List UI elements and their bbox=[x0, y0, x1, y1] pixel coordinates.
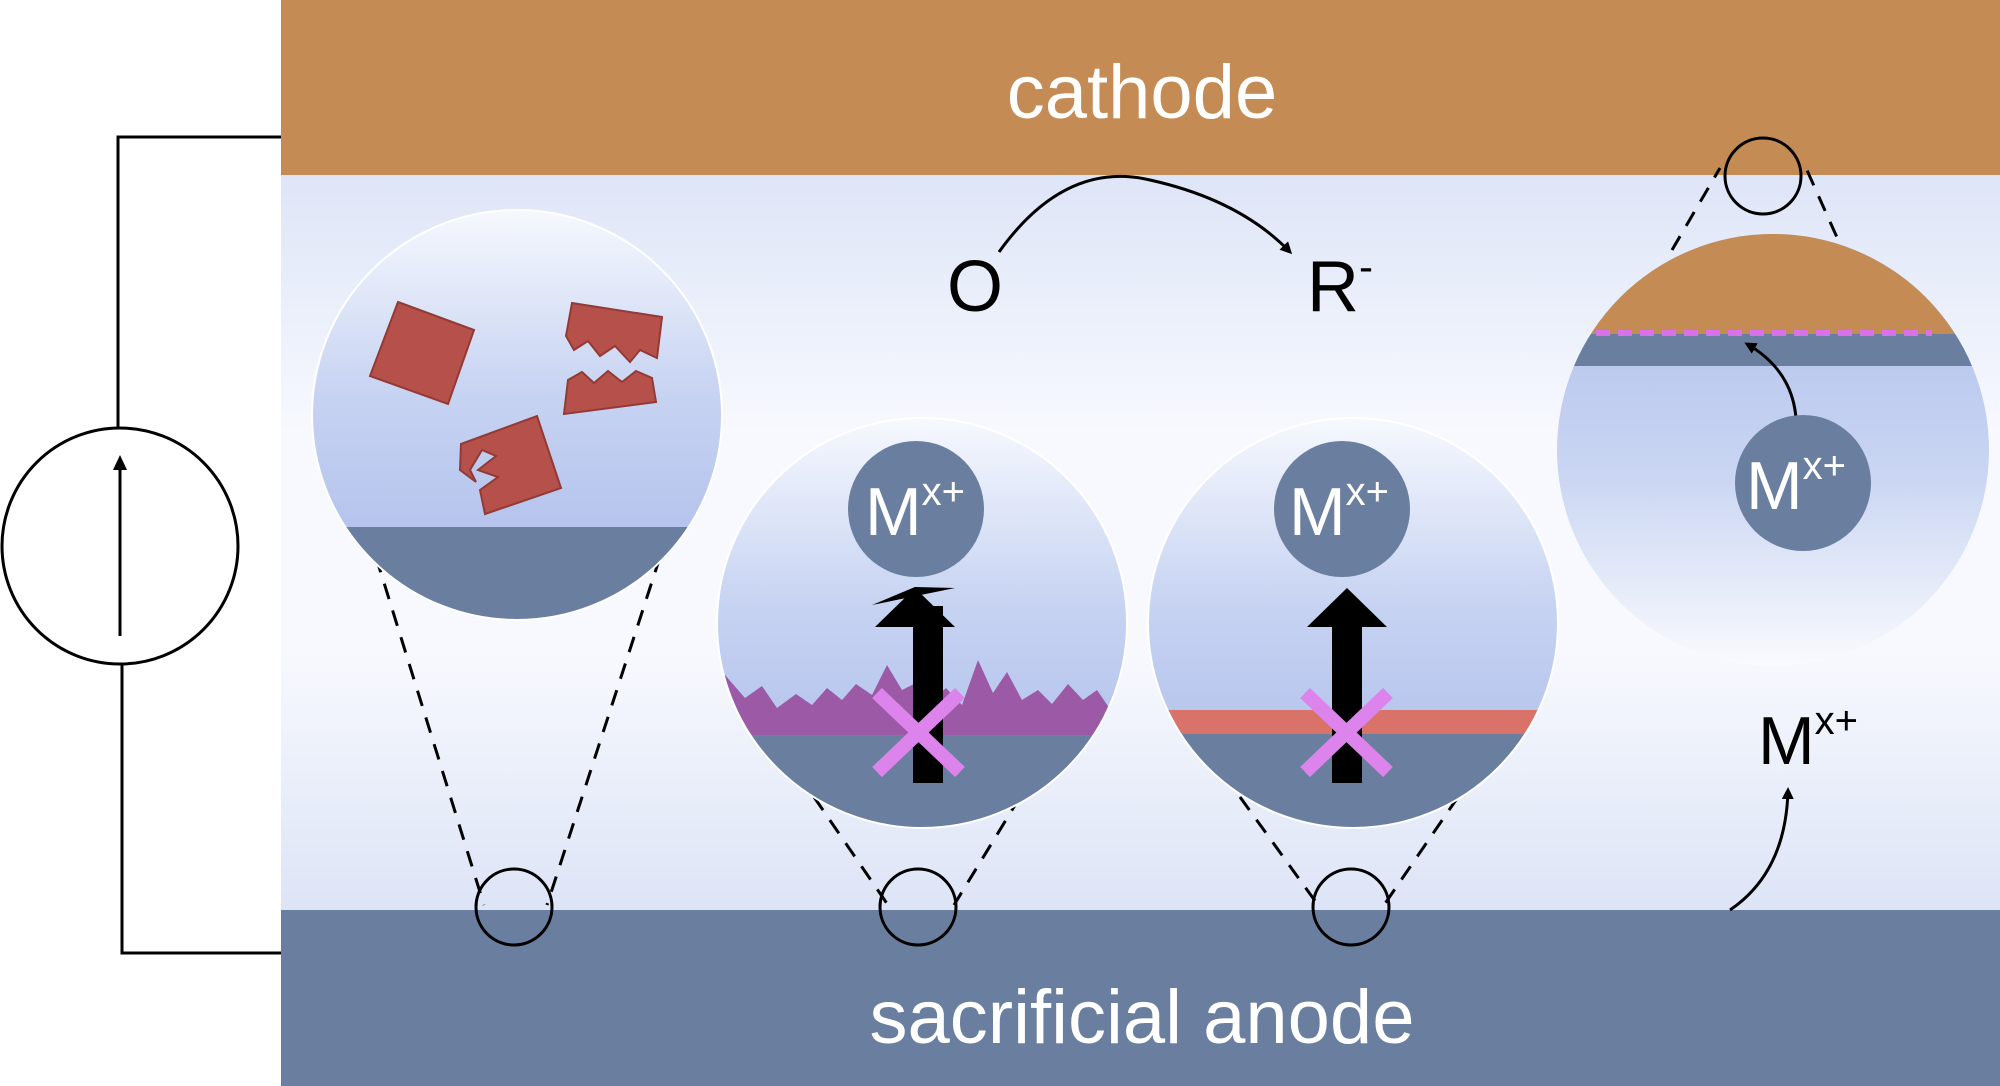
anode-electrode bbox=[281, 910, 2000, 1086]
dissolved-ion: Mx+ bbox=[1729, 699, 1858, 912]
particle-cracked bbox=[458, 414, 563, 516]
ion-blocked-arrow bbox=[872, 587, 955, 783]
cathode-label: cathode bbox=[1007, 50, 1277, 135]
cathode-electrode bbox=[281, 0, 2000, 175]
zoom-detachment bbox=[311, 209, 723, 947]
particle-split-top bbox=[564, 301, 664, 364]
reduced-species-label: R- bbox=[1307, 243, 1373, 327]
svg-text:Mx+: Mx+ bbox=[1289, 470, 1389, 550]
zoom-porous-passivation: Mx+ bbox=[716, 417, 1128, 947]
oxidized-species-label: O bbox=[947, 247, 1003, 327]
svg-text:Mx+: Mx+ bbox=[865, 470, 965, 550]
cathode-spot-marker bbox=[1723, 136, 1803, 216]
dissolution-arrow bbox=[1729, 787, 1794, 912]
anode-label: sacrificial anode bbox=[870, 975, 1415, 1060]
ion-blocked-arrow bbox=[1307, 588, 1387, 783]
svg-text:Mx+: Mx+ bbox=[1758, 699, 1858, 779]
metal-ion: Mx+ bbox=[1735, 415, 1871, 551]
anode-spot-marker bbox=[1311, 867, 1391, 947]
anode-spot-marker bbox=[878, 867, 958, 947]
svg-text:Mx+: Mx+ bbox=[1746, 444, 1846, 524]
external-circuit bbox=[0, 135, 281, 955]
plating-arrow bbox=[1744, 342, 1798, 419]
blocked-cross-mark bbox=[872, 687, 965, 778]
metal-ion: Mx+ bbox=[1274, 441, 1410, 577]
particle-intact bbox=[368, 300, 476, 406]
particle-split-bottom bbox=[562, 369, 658, 416]
metal-ion: Mx+ bbox=[848, 441, 984, 577]
reduction-arrow bbox=[997, 175, 1293, 255]
blocked-cross-mark bbox=[1300, 687, 1393, 778]
zoom-electrolyte-band bbox=[1557, 334, 1989, 366]
detached-particles bbox=[368, 300, 664, 516]
anode-spot-marker bbox=[474, 867, 554, 947]
